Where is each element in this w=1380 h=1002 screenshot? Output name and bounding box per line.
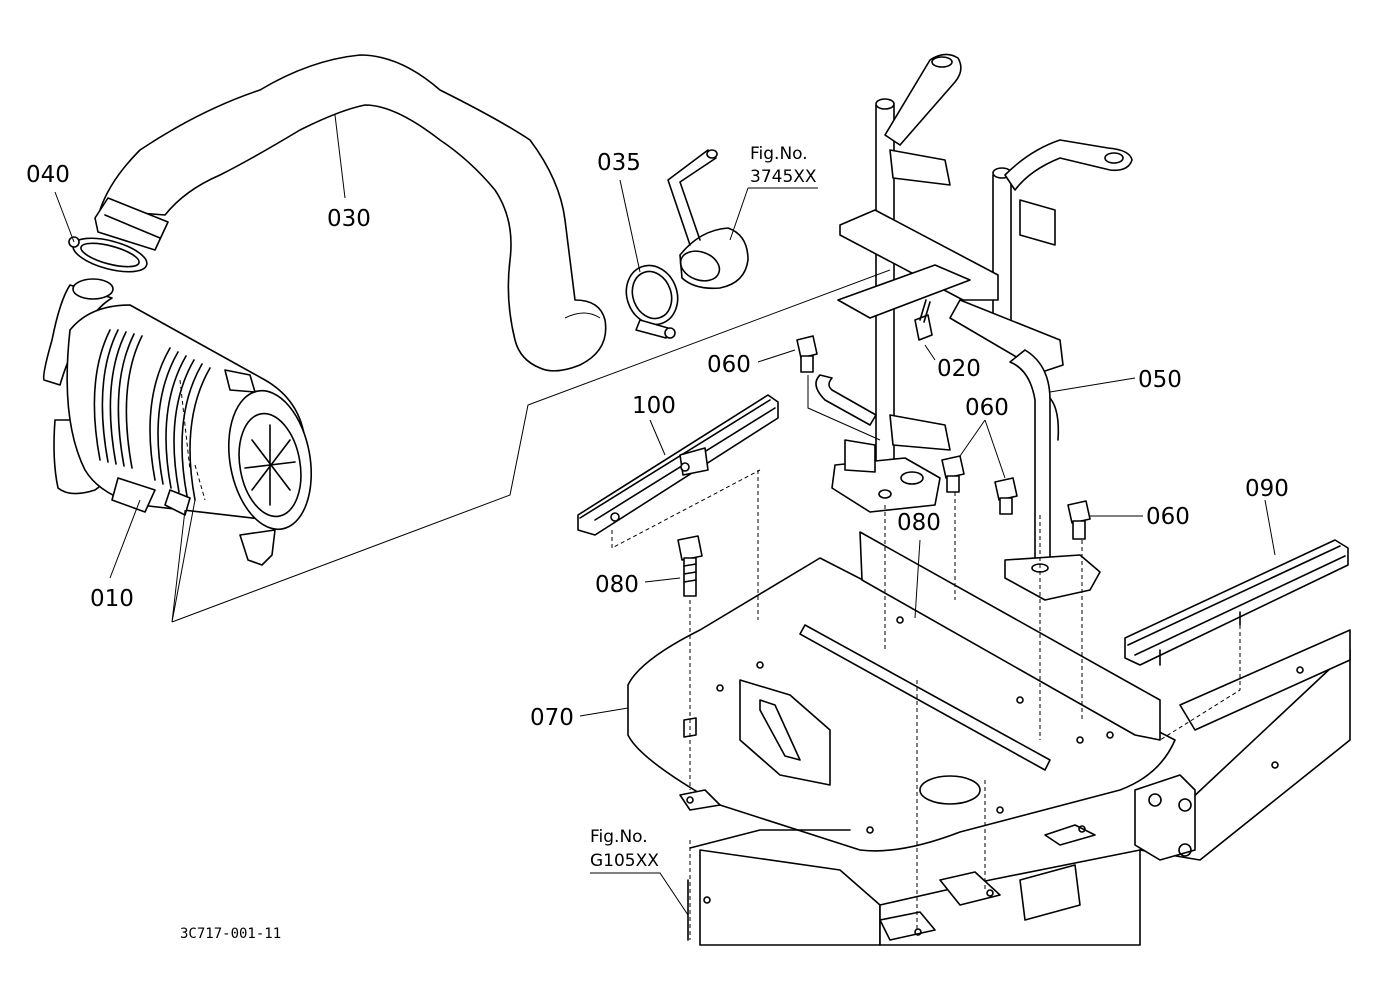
bolt-020 <box>914 299 933 341</box>
fig-ref-lower-number: G105XX <box>590 851 659 871</box>
hose-clamp-040 <box>68 236 148 273</box>
bar-100 <box>577 394 779 536</box>
label-060-top: 060 <box>707 352 751 378</box>
label-040: 040 <box>26 162 70 188</box>
fig-ref-lower-title: Fig.No. <box>590 827 648 847</box>
underframe-g105 <box>679 629 1351 946</box>
label-050: 050 <box>1138 367 1182 393</box>
label-060-right: 060 <box>1146 504 1190 530</box>
drawing-code: 3C717-001-11 <box>180 926 281 942</box>
hose-clamp-035 <box>625 264 679 339</box>
label-035: 035 <box>597 150 641 176</box>
label-100: 100 <box>632 393 676 419</box>
label-030: 030 <box>327 206 371 232</box>
outlet-pipe-3745 <box>667 149 749 290</box>
fig-ref-upper-title: Fig.No. <box>750 144 808 164</box>
intake-hose-030 <box>94 54 607 372</box>
label-080-left: 080 <box>595 572 639 598</box>
bolts-060 <box>796 335 1091 540</box>
floor-plate-070 <box>627 531 1176 852</box>
part-labels: 040 030 035 010 060 020 050 060 100 090 … <box>26 150 1289 731</box>
figure-references: Fig.No. 3745XX Fig.No. G105XX <box>590 144 817 871</box>
support-frame-050 <box>815 53 1133 601</box>
label-070: 070 <box>530 705 574 731</box>
label-080-right: 080 <box>897 510 941 536</box>
fig-ref-upper-number: 3745XX <box>750 167 817 187</box>
label-010: 010 <box>90 586 134 612</box>
label-090: 090 <box>1245 476 1289 502</box>
label-060-middle: 060 <box>965 395 1009 421</box>
bar-090 <box>1124 539 1349 666</box>
leader-lines <box>54 114 1276 930</box>
label-020: 020 <box>937 356 981 382</box>
air-cleaner-assembly <box>42 278 313 566</box>
